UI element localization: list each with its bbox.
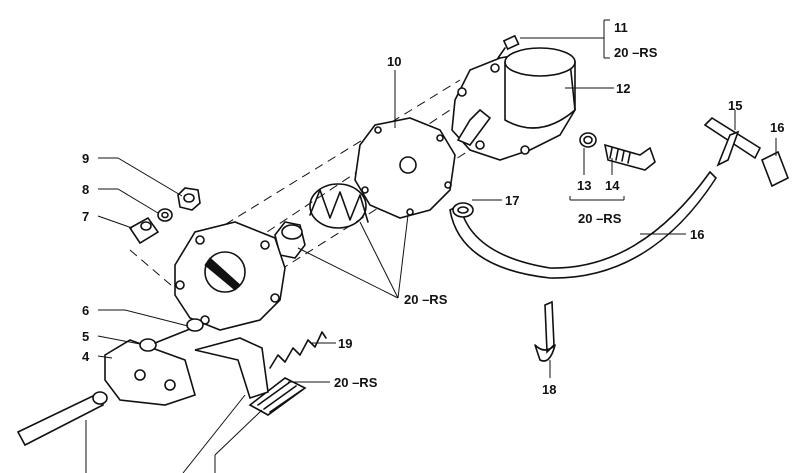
bolt-part-14 <box>603 143 656 171</box>
label-12: 12 <box>616 81 630 96</box>
short-hose-part-16 <box>760 150 790 188</box>
push-rod <box>16 391 108 447</box>
washer-part-8 <box>157 208 173 222</box>
label-15: 15 <box>728 98 742 113</box>
screw-part-11 <box>497 34 520 59</box>
bush-part-6 <box>186 318 204 332</box>
label-20rs-top: 20 –RS <box>614 45 658 60</box>
label-18: 18 <box>542 382 556 397</box>
pump-cover-part-12 <box>451 47 576 161</box>
label-20rs-mid: 20 –RS <box>578 211 622 226</box>
plunger-cup <box>274 221 306 259</box>
label-16-hose: 16 <box>690 227 704 242</box>
long-hose-part-16 <box>449 170 718 279</box>
label-5: 5 <box>82 329 89 344</box>
label-20rs-bottom: 20 –RS <box>334 375 378 390</box>
nut-part-9 <box>177 187 201 211</box>
label-14: 14 <box>605 178 620 193</box>
screen-part-20rs <box>248 377 307 416</box>
clip-part-18 <box>534 300 556 362</box>
pump-body <box>174 221 286 331</box>
label-10: 10 <box>387 54 401 69</box>
label-4: 4 <box>82 349 90 364</box>
label-16-top: 16 <box>770 120 784 135</box>
seal-ring-part-13 <box>579 132 597 148</box>
label-11: 11 <box>614 20 628 35</box>
label-7: 7 <box>82 209 89 224</box>
spring <box>309 183 369 229</box>
leader-lines <box>85 19 777 473</box>
label-9: 9 <box>82 151 89 166</box>
bushing-part-7 <box>128 216 160 245</box>
actuator-arm <box>194 337 269 400</box>
label-19: 19 <box>338 336 352 351</box>
clamp-part-17 <box>452 202 474 218</box>
label-13: 13 <box>577 178 591 193</box>
t-fitting-part-15 <box>703 116 762 167</box>
label-6: 6 <box>82 303 89 318</box>
label-8: 8 <box>82 182 89 197</box>
label-20rs-center: 20 –RS <box>404 292 448 307</box>
label-17: 17 <box>505 193 519 208</box>
diaphragm-part-10 <box>354 117 456 219</box>
spring-part-19 <box>269 331 327 369</box>
